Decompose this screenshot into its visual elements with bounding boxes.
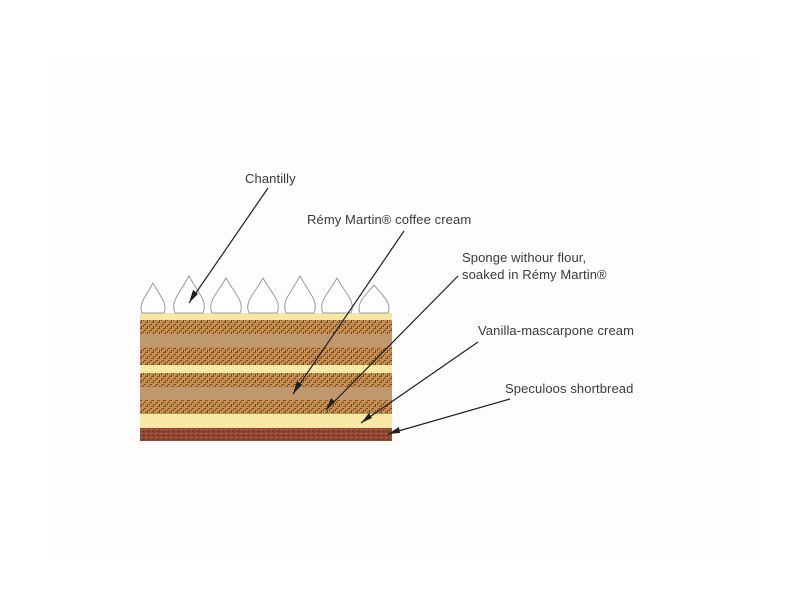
label-sponge-line2: soaked in Rémy Martin®	[462, 267, 607, 282]
coffee-cream-layer-1	[140, 334, 392, 347]
arrow-shortbread	[387, 398, 511, 435]
shortbread-layer	[140, 428, 392, 441]
arrow-chantilly	[188, 187, 269, 304]
label-vanilla-cream: Vanilla-mascarpone cream	[478, 323, 635, 338]
label-shortbread: Speculoos shortbread	[505, 381, 634, 396]
arrow-vanilla-cream	[360, 341, 479, 424]
arrowhead-sponge	[326, 398, 335, 410]
sponge-layer-2	[140, 347, 392, 365]
coffee-cream-layer-2	[140, 387, 392, 400]
diagram-frame	[52, 58, 758, 554]
arrowheads	[189, 290, 400, 434]
chantilly-dollop	[140, 281, 166, 314]
chantilly-dollops	[140, 274, 390, 314]
chantilly-dollop	[173, 274, 205, 314]
chantilly-dollop	[210, 276, 242, 314]
arrow-coffee-cream	[292, 230, 405, 395]
label-sponge: Sponge withour flour, soaked in Rémy Mar…	[462, 249, 607, 283]
label-coffee-cream: Rémy Martin® coffee cream	[307, 212, 472, 227]
arrowhead-shortbread	[388, 427, 400, 434]
vanilla-cream-layer-1	[140, 365, 392, 373]
sponge-layer-4	[140, 400, 392, 414]
arrow-sponge	[325, 275, 459, 411]
label-chantilly: Chantilly	[245, 171, 296, 186]
chantilly-dollop	[284, 274, 316, 314]
label-sponge-line1: Sponge withour flour,	[462, 250, 587, 265]
chantilly-dollop	[321, 276, 353, 314]
chantilly-dollop	[247, 276, 279, 314]
arrows	[188, 187, 511, 435]
vanilla-cream-layer-2	[140, 414, 392, 428]
sponge-layer-3	[140, 373, 392, 387]
chantilly-dollop	[358, 284, 390, 314]
arrowhead-vanilla-cream	[361, 413, 372, 423]
arrowhead-chantilly	[189, 290, 198, 303]
arrowhead-coffee-cream	[293, 381, 302, 394]
sponge-layer-1	[140, 320, 392, 334]
